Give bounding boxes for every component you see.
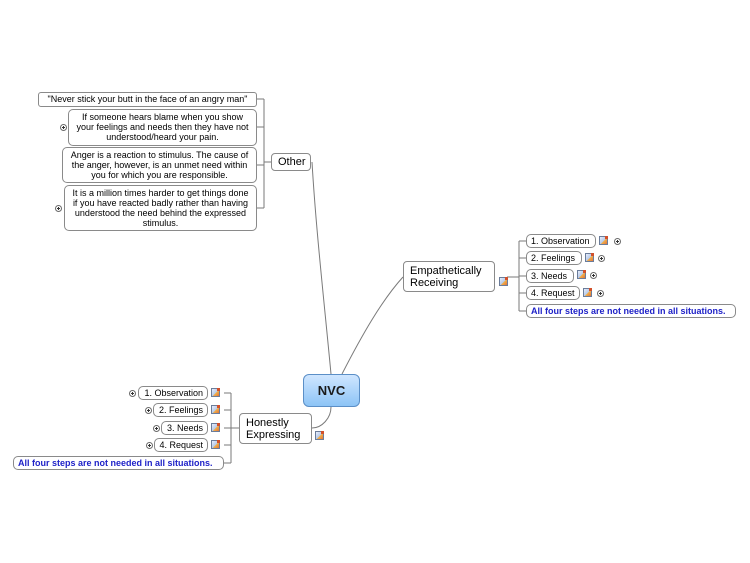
receiving-step-feelings[interactable]: 2. Feelings [526,251,582,265]
expressing-note[interactable]: All four steps are not needed in all sit… [13,456,224,470]
central-topic-nvc[interactable]: NVC [303,374,360,407]
topic-honestly-expressing[interactable]: Honestly Expressing [239,413,312,444]
expand-step-icon[interactable] [145,407,152,414]
expand-other-blame-icon[interactable] [60,124,67,131]
topic-notes-icon[interactable] [315,431,324,440]
expand-step-icon[interactable] [153,425,160,432]
expressing-step-request[interactable]: 4. Request [154,438,208,452]
expand-step-icon[interactable] [590,272,597,279]
step-notes-icon[interactable] [211,440,220,449]
topic-other[interactable]: Other [271,153,311,171]
expressing-step-feelings[interactable]: 2. Feelings [153,403,208,417]
step-notes-icon[interactable] [583,288,592,297]
subtopic-other-anger[interactable]: Anger is a reaction to stimulus. The cau… [62,147,257,183]
subtopic-other-million[interactable]: It is a million times harder to get thin… [64,185,257,231]
expand-step-icon[interactable] [129,390,136,397]
step-notes-icon[interactable] [585,253,594,262]
receiving-step-request[interactable]: 4. Request [526,286,580,300]
step-notes-icon[interactable] [211,405,220,414]
step-notes-icon[interactable] [211,388,220,397]
step-notes-icon[interactable] [599,236,608,245]
expand-step-icon[interactable] [597,290,604,297]
subtopic-other-blame[interactable]: If someone hears blame when you show you… [68,109,257,146]
expressing-step-needs[interactable]: 3. Needs [161,421,208,435]
expand-other-million-icon[interactable] [55,205,62,212]
expand-step-icon[interactable] [146,442,153,449]
expand-step-icon[interactable] [598,255,605,262]
receiving-step-observation[interactable]: 1. Observation [526,234,596,248]
subtopic-other-quote[interactable]: "Never stick your butt in the face of an… [38,92,257,107]
receiving-step-needs[interactable]: 3. Needs [526,269,574,283]
expressing-step-observation[interactable]: 1. Observation [138,386,208,400]
expand-step-icon[interactable] [614,238,621,245]
topic-empathetically-receiving[interactable]: Empathetically Receiving [403,261,495,292]
receiving-note[interactable]: All four steps are not needed in all sit… [526,304,736,318]
step-notes-icon[interactable] [211,423,220,432]
step-notes-icon[interactable] [577,270,586,279]
topic-notes-icon[interactable] [499,277,508,286]
